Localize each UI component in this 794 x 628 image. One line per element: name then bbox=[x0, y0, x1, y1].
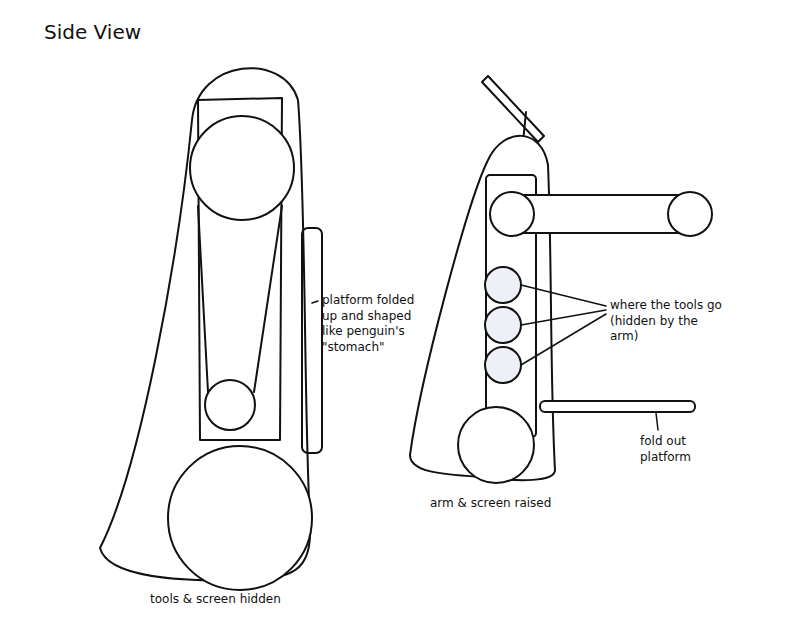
tool-slot bbox=[485, 267, 521, 303]
figure-caption: arm & screen raised bbox=[430, 496, 551, 512]
bottom-circle bbox=[168, 446, 312, 590]
page-title: Side View bbox=[44, 20, 141, 44]
screen bbox=[482, 76, 544, 142]
leader-line bbox=[656, 413, 658, 430]
callout-note: where the tools go (hidden by the arm) bbox=[610, 298, 728, 345]
leader-line bbox=[521, 310, 606, 325]
panel-line bbox=[254, 206, 282, 392]
small-circle bbox=[205, 380, 255, 430]
panel-line bbox=[198, 206, 208, 392]
leader-line bbox=[312, 301, 318, 303]
top-circle bbox=[190, 116, 294, 220]
leader-line bbox=[521, 314, 606, 365]
tool-slot bbox=[485, 347, 521, 383]
fold-out-platform bbox=[540, 401, 695, 412]
open-robot bbox=[410, 76, 712, 483]
leader-line bbox=[521, 285, 606, 306]
arm-end bbox=[668, 192, 712, 236]
callout-note: platform folded up and shaped like pengu… bbox=[322, 293, 422, 355]
folded-platform bbox=[302, 228, 322, 453]
closed-robot bbox=[100, 68, 322, 590]
inner-panel bbox=[486, 175, 536, 437]
figure-caption: tools & screen hidden bbox=[150, 592, 281, 608]
arm bbox=[512, 195, 692, 233]
arm-joint bbox=[490, 192, 534, 236]
bottom-circle bbox=[458, 407, 534, 483]
callout-note: fold out platform bbox=[640, 434, 726, 465]
tool-slot bbox=[485, 307, 521, 343]
